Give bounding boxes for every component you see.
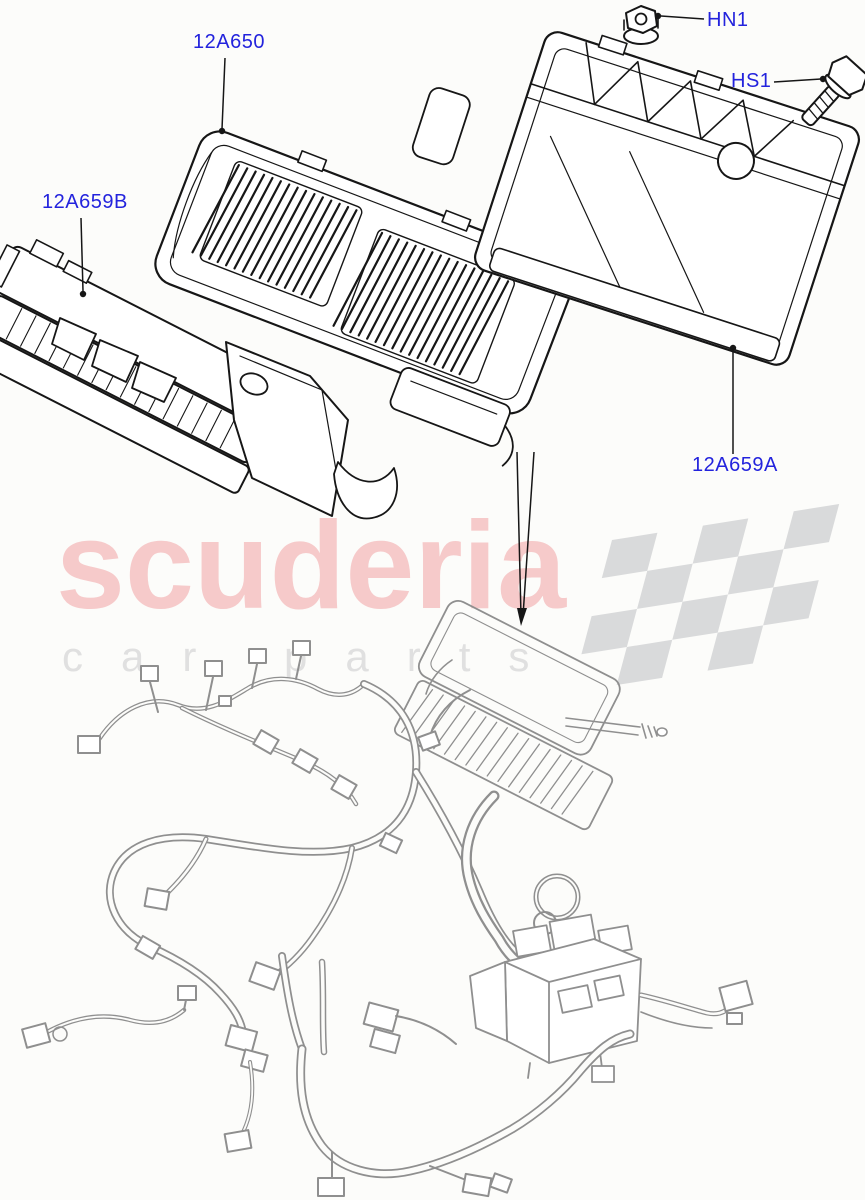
fuse-box-drawing [469, 913, 642, 1083]
callout-HS1[interactable]: HS1 [731, 70, 772, 92]
hex-nut-drawing [623, 5, 659, 45]
bracket-12A659A-drawing [411, 31, 861, 366]
bolt-drawing [801, 55, 865, 127]
watermark-brand: scuderia [56, 497, 567, 635]
callout-HN1[interactable]: HN1 [707, 9, 749, 31]
module-12A650-drawing [154, 130, 576, 467]
watermark-flag [581, 504, 840, 686]
module-12A659B-connectors [51, 317, 177, 403]
module-12A659B-plate [225, 341, 349, 517]
callout-12A659A[interactable]: 12A659A [692, 454, 778, 476]
callout-leader-lines [79, 12, 827, 626]
callout-12A659B[interactable]: 12A659B [42, 191, 128, 213]
harness-module-drawing [393, 600, 621, 831]
wiring-harness-drawing [21, 600, 754, 1198]
callout-12A650[interactable]: 12A650 [193, 31, 265, 53]
